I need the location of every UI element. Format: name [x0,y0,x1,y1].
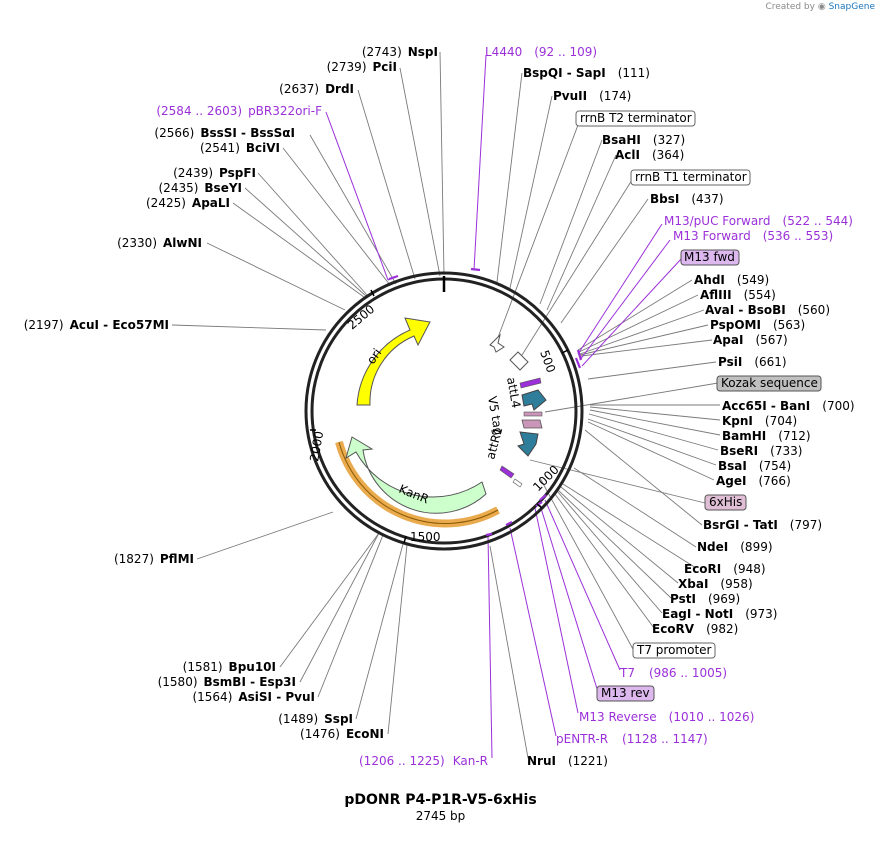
kozak-feature[interactable] [523,411,543,417]
primer-t7[interactable]: T7(986 .. 1005) [619,666,727,680]
enzyme-asisi[interactable]: (1564)AsiSI - PvuI [192,690,315,704]
enzyme-pflmi[interactable]: (1827)PflMI [114,552,194,566]
box-m13-rev[interactable]: M13 rev [596,685,655,702]
attl4-feature[interactable] [521,389,547,411]
t7-promoter-feature[interactable] [512,478,523,488]
m13-rev-feature[interactable] [499,465,515,479]
enzyme-eagi[interactable]: EagI - NotI(973) [662,607,777,621]
box-t7-promoter[interactable]: T7 promoter [632,642,716,659]
enzyme-bcivi[interactable]: (2541)BciVI [200,141,280,155]
svg-text:M13 rev: M13 rev [601,686,650,700]
enzyme-psti[interactable]: PstI(969) [670,592,740,606]
backbone-outer [304,271,584,551]
attl4-label: attL4 [504,376,523,409]
enzyme-bsmbi[interactable]: (1580)BsmBI - Esp3I [158,675,296,689]
primer-connector-lines [325,54,683,759]
svg-text:6xHis: 6xHis [709,495,742,509]
v5-tag-label: V5 tag [485,395,506,436]
enzyme-bspqi[interactable]: BspQI - SapI(111) [523,66,650,80]
enzyme-bseri[interactable]: BseRI(733) [720,444,802,458]
enzyme-ahdi[interactable]: AhdI(549) [694,273,769,287]
primer-m13-forward[interactable]: M13 Forward(536 .. 553) [673,229,833,243]
boxed-feature-labels: rrnB T2 terminator rrnB T1 terminator M1… [575,110,822,702]
snapgene-logo-icon: ◉ [817,2,826,12]
tick-1500: 1500 [410,530,441,544]
rrnb-t2-terminator-feature[interactable] [489,333,505,353]
enzyme-apali[interactable]: (2425)ApaLI [146,196,230,210]
primer-marks [388,267,583,537]
svg-text:rrnB T1 terminator: rrnB T1 terminator [635,170,747,184]
primer-m13-reverse[interactable]: M13 Reverse(1010 .. 1026) [579,710,754,724]
tick-500: 500 [537,348,558,374]
plasmid-title: pDONR P4-P1R-V5-6xHis [344,792,537,808]
enzyme-bseyi[interactable]: (2435)BseYI [159,181,243,195]
primer-labels: L4440(92 .. 109) (2584 .. 2603)pBR322ori… [156,45,853,768]
rrnb-t1-terminator-feature[interactable] [509,351,529,371]
attr1-label: attR1 [483,426,505,461]
connector-lines [171,51,721,759]
enzyme-bbsi[interactable]: BbsI(437) [650,192,724,206]
enzyme-nspi[interactable]: (2743)NspI [362,45,438,59]
enzyme-apai[interactable]: ApaI(567) [713,333,788,347]
primer-l4440[interactable]: L4440(92 .. 109) [485,45,597,59]
enzyme-drdi[interactable]: (2637)DrdI [279,82,354,96]
svg-text:M13 fwd: M13 fwd [684,250,735,264]
primer-kan-r[interactable]: (1206 .. 1225)Kan-R [359,754,488,768]
box-kozak-sequence[interactable]: Kozak sequence [716,375,822,392]
box-rrnb-t2-terminator[interactable]: rrnB T2 terminator [575,110,696,127]
box-rrnb-t1-terminator[interactable]: rrnB T1 terminator [630,169,751,186]
enzyme-acc65i[interactable]: Acc65I - BanI(700) [722,399,855,413]
enzyme-bsahi[interactable]: BsaHI(327) [602,133,685,147]
enzyme-agei[interactable]: AgeI(766) [716,474,791,488]
box-6xhis[interactable]: 6xHis [704,494,747,511]
enzyme-bsai[interactable]: BsaI(754) [718,459,791,473]
primer-pbr322ori-f[interactable]: (2584 .. 2603)pBR322ori-F [156,104,322,118]
tick-2000: 2000 [307,430,326,463]
enzyme-pspomi[interactable]: PspOMI(563) [710,318,805,332]
enzyme-ecori[interactable]: EcoRI(948) [684,562,766,576]
enzyme-acli[interactable]: AclI(364) [615,148,684,162]
enzyme-pspfi[interactable]: (2439)PspFI [173,166,256,180]
enzyme-pvuii[interactable]: PvuII(174) [553,89,631,103]
enzyme-ecorv[interactable]: EcoRV(982) [652,622,738,636]
enzyme-pcii[interactable]: (2739)PciI [327,60,397,74]
v5-tag-feature[interactable] [521,419,543,429]
m13-fwd-feature[interactable] [519,377,542,389]
primer-pentr-r[interactable]: pENTR-R(1128 .. 1147) [556,732,708,746]
enzyme-acui[interactable]: (2197)AcuI - Eco57MI [24,318,169,332]
kanr-feature[interactable] [345,436,487,514]
enzyme-avai[interactable]: AvaI - BsoBI(560) [705,303,830,317]
attr1-feature[interactable] [517,431,539,457]
enzyme-bsrgi[interactable]: BsrGI - TatI(797) [703,518,822,532]
enzyme-bamhi[interactable]: BamHI(712) [722,429,811,443]
left-enzyme-labels: (2743)NspI (2739)PciI (2637)DrdI (2566)B… [24,45,438,741]
enzyme-nrui[interactable]: NruI(1221) [527,754,608,768]
enzyme-afliii[interactable]: AflIII(554) [700,288,776,302]
svg-text:Kozak sequence: Kozak sequence [721,376,818,390]
enzyme-psii[interactable]: PsiI(661) [718,355,787,369]
enzyme-econi[interactable]: (1476)EcoNI [300,727,384,741]
enzyme-bpu10i[interactable]: (1581)Bpu10I [183,660,276,674]
right-enzyme-labels: BspQI - SapI(111) PvuII(174) BsaHI(327) … [523,66,855,768]
box-m13-fwd[interactable]: M13 fwd [680,249,740,266]
primer-m13-puc-forward[interactable]: M13/pUC Forward(522 .. 544) [664,214,853,228]
enzyme-kpni[interactable]: KpnI(704) [722,414,797,428]
plasmid-length: 2745 bp [415,809,466,823]
enzyme-bsssi[interactable]: (2566)BssSI - BssSαI [154,126,295,140]
enzyme-sspi[interactable]: (1489)SspI [278,712,353,726]
enzyme-alwni[interactable]: (2330)AlwNI [117,236,202,250]
svg-text:T7 promoter: T7 promoter [636,643,712,657]
svg-text:rrnB T2 terminator: rrnB T2 terminator [580,111,692,125]
ori-feature[interactable] [356,317,431,406]
enzyme-ndei[interactable]: NdeI(899) [697,540,773,554]
snapgene-credit: Created by ◉ SnapGene [765,2,875,12]
enzyme-xbai[interactable]: XbaI(958) [678,577,753,591]
